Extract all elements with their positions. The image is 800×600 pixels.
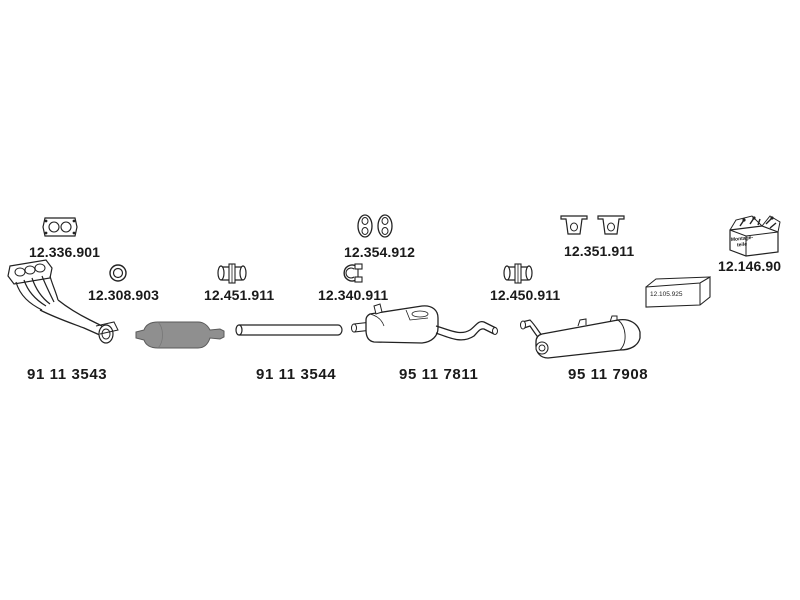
mounting-kit-box-icon [729,215,781,257]
exhaust-manifold-icon [7,259,119,344]
hanger-bracket-icon [560,215,625,235]
part-label-middle-silencer: 95 11 7811 [399,366,479,383]
small-box-label: 12.105.925 [650,291,683,298]
straight-pipe-icon [235,324,343,336]
part-label-ring: 12.308.903 [88,287,160,303]
part-label-kit: 12.146.90 [718,258,782,274]
small-parts-box-icon [645,276,711,308]
pipe-clamp-icon [217,263,247,284]
part-label-mount-pair-1: 12.354.912 [344,244,416,260]
middle-silencer-icon [351,303,498,344]
part-label-clamp-2: 12.340.911 [318,287,389,303]
part-label-mount-pair-2: 12.351.911 [564,243,635,259]
sealing-ring-icon [109,264,127,282]
part-label-rear-silencer: 95 11 7908 [568,366,649,383]
part-label-pipe: 91 11 3544 [256,366,337,383]
gasket-icon [42,217,78,237]
part-label-gasket: 12.336.901 [29,244,101,260]
kit-box-label-line2: teile [736,241,747,249]
part-label-clamp-3: 12.450.911 [490,287,561,303]
catalytic-converter-icon [135,321,225,349]
rear-silencer-icon [520,315,641,359]
pipe-clamp-icon [503,263,533,284]
rubber-mount-icon [357,214,393,238]
part-label-manifold: 91 11 3543 [27,366,108,383]
part-label-clamp-1: 12.451.911 [204,287,275,303]
u-clamp-icon [343,263,363,283]
